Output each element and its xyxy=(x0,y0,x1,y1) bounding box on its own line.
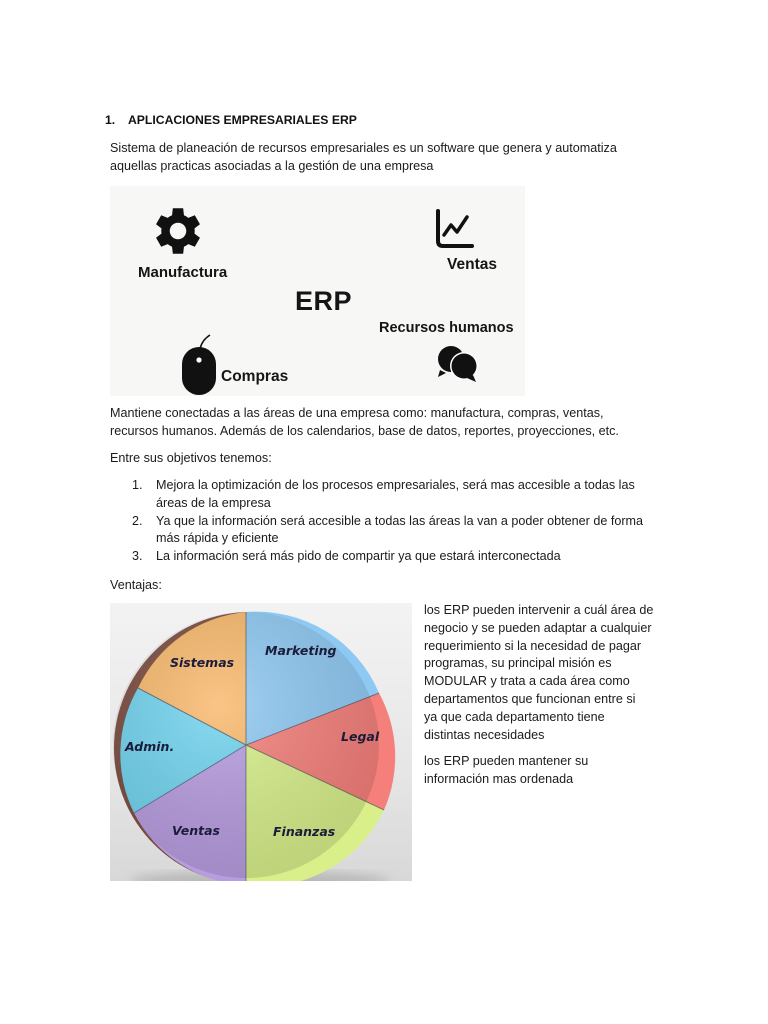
gear-icon xyxy=(156,208,200,254)
advantages-heading: Ventajas: xyxy=(110,578,162,592)
slice-label-marketing: Marketing xyxy=(265,643,337,658)
list-number: 1. xyxy=(132,478,143,492)
module-label-compras: Compras xyxy=(221,368,289,385)
list-number: 2. xyxy=(132,513,143,528)
module-label-recursos-humanos: Recursos humanos xyxy=(379,320,514,336)
list-number: 3. xyxy=(132,549,143,564)
text-line: información mas ordenada xyxy=(424,771,574,786)
connected-areas-paragraph: Mantiene conectadas a las áreas de una e… xyxy=(110,405,619,441)
text-line: los ERP pueden intervenir a cuál área de xyxy=(424,603,654,617)
objective-line: más rápida y eficiente xyxy=(156,531,279,546)
objective-line: áreas de la empresa xyxy=(156,495,271,510)
objective-item: 2. Ya que la información será accesible … xyxy=(110,513,670,549)
objective-item: 3. La información será más pido de compa… xyxy=(110,548,670,566)
objectives-heading: Entre sus objetivos tenemos: xyxy=(110,451,272,465)
intro-paragraph: Sistema de planeación de recursos empres… xyxy=(110,140,617,176)
slice-label-finanzas: Finanzas xyxy=(273,824,335,839)
module-label-manufactura: Manufactura xyxy=(138,264,228,281)
text-line: negocio y se pueden adaptar a cualquier xyxy=(424,620,652,635)
slice-label-admin: Admin. xyxy=(124,739,174,754)
text-line: departamentos que funcionan entre si xyxy=(424,691,636,706)
module-label-ventas: Ventas xyxy=(447,256,497,273)
slice-label-ventas: Ventas xyxy=(172,823,220,838)
connected-line-1: Mantiene conectadas a las áreas de una e… xyxy=(110,406,604,420)
intro-line-1: Sistema de planeación de recursos empres… xyxy=(110,141,617,155)
section-heading: 1. APLICACIONES EMPRESARIALES ERP xyxy=(105,113,357,127)
section-title: APLICACIONES EMPRESARIALES ERP xyxy=(128,113,357,127)
objectives-list: 1. Mejora la optimización de los proceso… xyxy=(110,477,670,566)
objective-item: 1. Mejora la optimización de los proceso… xyxy=(110,477,670,513)
pie-chart-svg: Marketing Legal Finanzas Ventas Admin. S… xyxy=(113,611,396,881)
advantages-paragraph-2: los ERP pueden mantener su información m… xyxy=(424,753,664,789)
text-line: los ERP pueden mantener su xyxy=(424,754,589,768)
erp-center-label: ERP xyxy=(295,286,353,316)
mouse-icon xyxy=(182,334,216,395)
slice-label-sistemas: Sistemas xyxy=(170,655,234,670)
intro-line-2: aquellas practicas asociadas a la gestió… xyxy=(110,158,434,173)
objective-line: Mejora la optimización de los procesos e… xyxy=(156,478,635,492)
advantages-paragraph-1: los ERP pueden intervenir a cuál área de… xyxy=(424,602,664,744)
text-line: MODULAR y trata a cada área como xyxy=(424,674,630,689)
text-line: programas, su principal misión es xyxy=(424,656,612,671)
text-line: distintas necesidades xyxy=(424,727,545,742)
objective-line: Ya que la información será accesible a t… xyxy=(156,513,644,528)
erp-modules-figure: Manufactura Ventas ERP Recursos humanos … xyxy=(110,186,525,396)
chat-bubbles-icon xyxy=(438,346,478,382)
text-line: ya que cada departamento tiene xyxy=(424,709,605,724)
line-chart-icon xyxy=(436,209,474,248)
text-line: requerimiento si la necesidad de pagar xyxy=(424,638,642,653)
connected-line-2: recursos humanos. Además de los calendar… xyxy=(110,423,619,438)
erp-modules-pie-chart: Marketing Legal Finanzas Ventas Admin. S… xyxy=(110,603,412,881)
slice-label-legal: Legal xyxy=(341,729,380,744)
objective-line: La información será más pido de comparti… xyxy=(156,549,561,564)
section-number: 1. xyxy=(105,113,116,127)
